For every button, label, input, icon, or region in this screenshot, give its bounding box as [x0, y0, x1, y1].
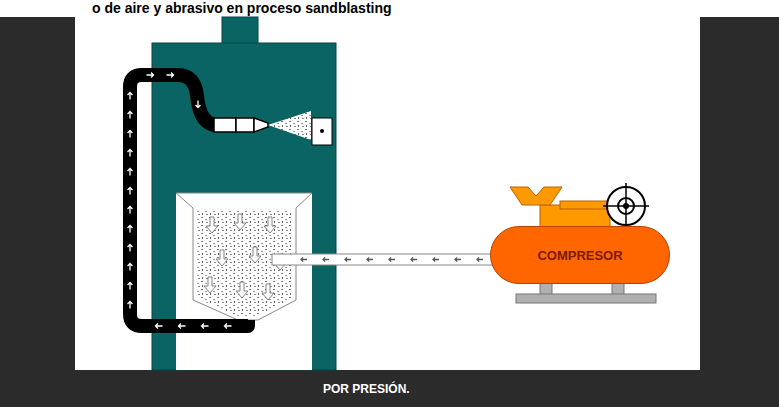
diagram-title: o de aire y abrasivo en proceso sandblas…	[92, 0, 392, 16]
abrasive-arrow	[249, 247, 261, 263]
nozzle-tip	[254, 118, 268, 132]
air-flow-arrows	[301, 257, 483, 261]
flow-arrow	[128, 93, 133, 100]
flow-arrow	[128, 169, 133, 176]
abrasive-spray	[268, 111, 311, 140]
abrasive-arrow	[204, 277, 216, 293]
abrasive-arrow	[262, 284, 274, 300]
white-panel	[75, 17, 700, 370]
flow-arrow	[433, 257, 439, 261]
flow-arrow	[411, 257, 417, 261]
flow-arrow	[455, 257, 461, 261]
flow-arrow	[167, 73, 174, 78]
cabinet-chimney	[222, 17, 258, 45]
flow-arrow	[156, 324, 163, 329]
abrasive-arrow	[206, 217, 218, 233]
nozzle-body	[236, 118, 254, 132]
node-label: COMPRESOR	[537, 248, 622, 263]
compressor-foot	[612, 283, 624, 295]
title-band	[0, 0, 779, 17]
flow-arrow	[202, 324, 209, 329]
flow-arrow	[147, 73, 154, 78]
flow-arrow	[225, 324, 232, 329]
flow-arrow	[128, 245, 133, 252]
nozzle-holder	[214, 118, 236, 132]
flow-arrow	[367, 257, 373, 261]
flow-arrow	[179, 324, 186, 329]
air-line	[272, 254, 494, 265]
flow-arrow	[128, 112, 133, 119]
flow-arrow	[128, 131, 133, 138]
cabinet-opening	[176, 193, 312, 370]
compressor-tank: COMPRESOR	[490, 226, 670, 284]
compressor-foot	[540, 283, 552, 295]
flow-arrow	[128, 207, 133, 214]
abrasive-arrow	[236, 282, 248, 298]
diagram-caption: POR PRESIÓN.	[323, 382, 410, 396]
workpiece	[312, 118, 332, 145]
workpiece-mark	[320, 129, 324, 133]
pulley-spoke	[603, 205, 649, 207]
blast-hose	[130, 75, 248, 326]
flow-arrow	[477, 257, 483, 261]
compressor-base	[516, 294, 656, 303]
flow-arrow	[196, 101, 201, 108]
flow-arrow	[345, 257, 351, 261]
flow-arrow	[301, 257, 307, 261]
abrasive-arrow	[234, 214, 246, 230]
flow-arrow	[128, 264, 133, 271]
flow-arrow	[389, 257, 395, 261]
flow-arrow	[323, 257, 329, 261]
compressor-head	[510, 187, 562, 205]
flow-arrow	[128, 283, 133, 290]
flow-arrow	[128, 226, 133, 233]
abrasive-arrow	[264, 217, 276, 233]
hose-flow-arrows	[128, 73, 232, 329]
abrasive-arrow	[216, 250, 228, 266]
flow-arrow	[128, 188, 133, 195]
flow-arrow	[128, 150, 133, 157]
flow-arrow	[128, 302, 133, 309]
